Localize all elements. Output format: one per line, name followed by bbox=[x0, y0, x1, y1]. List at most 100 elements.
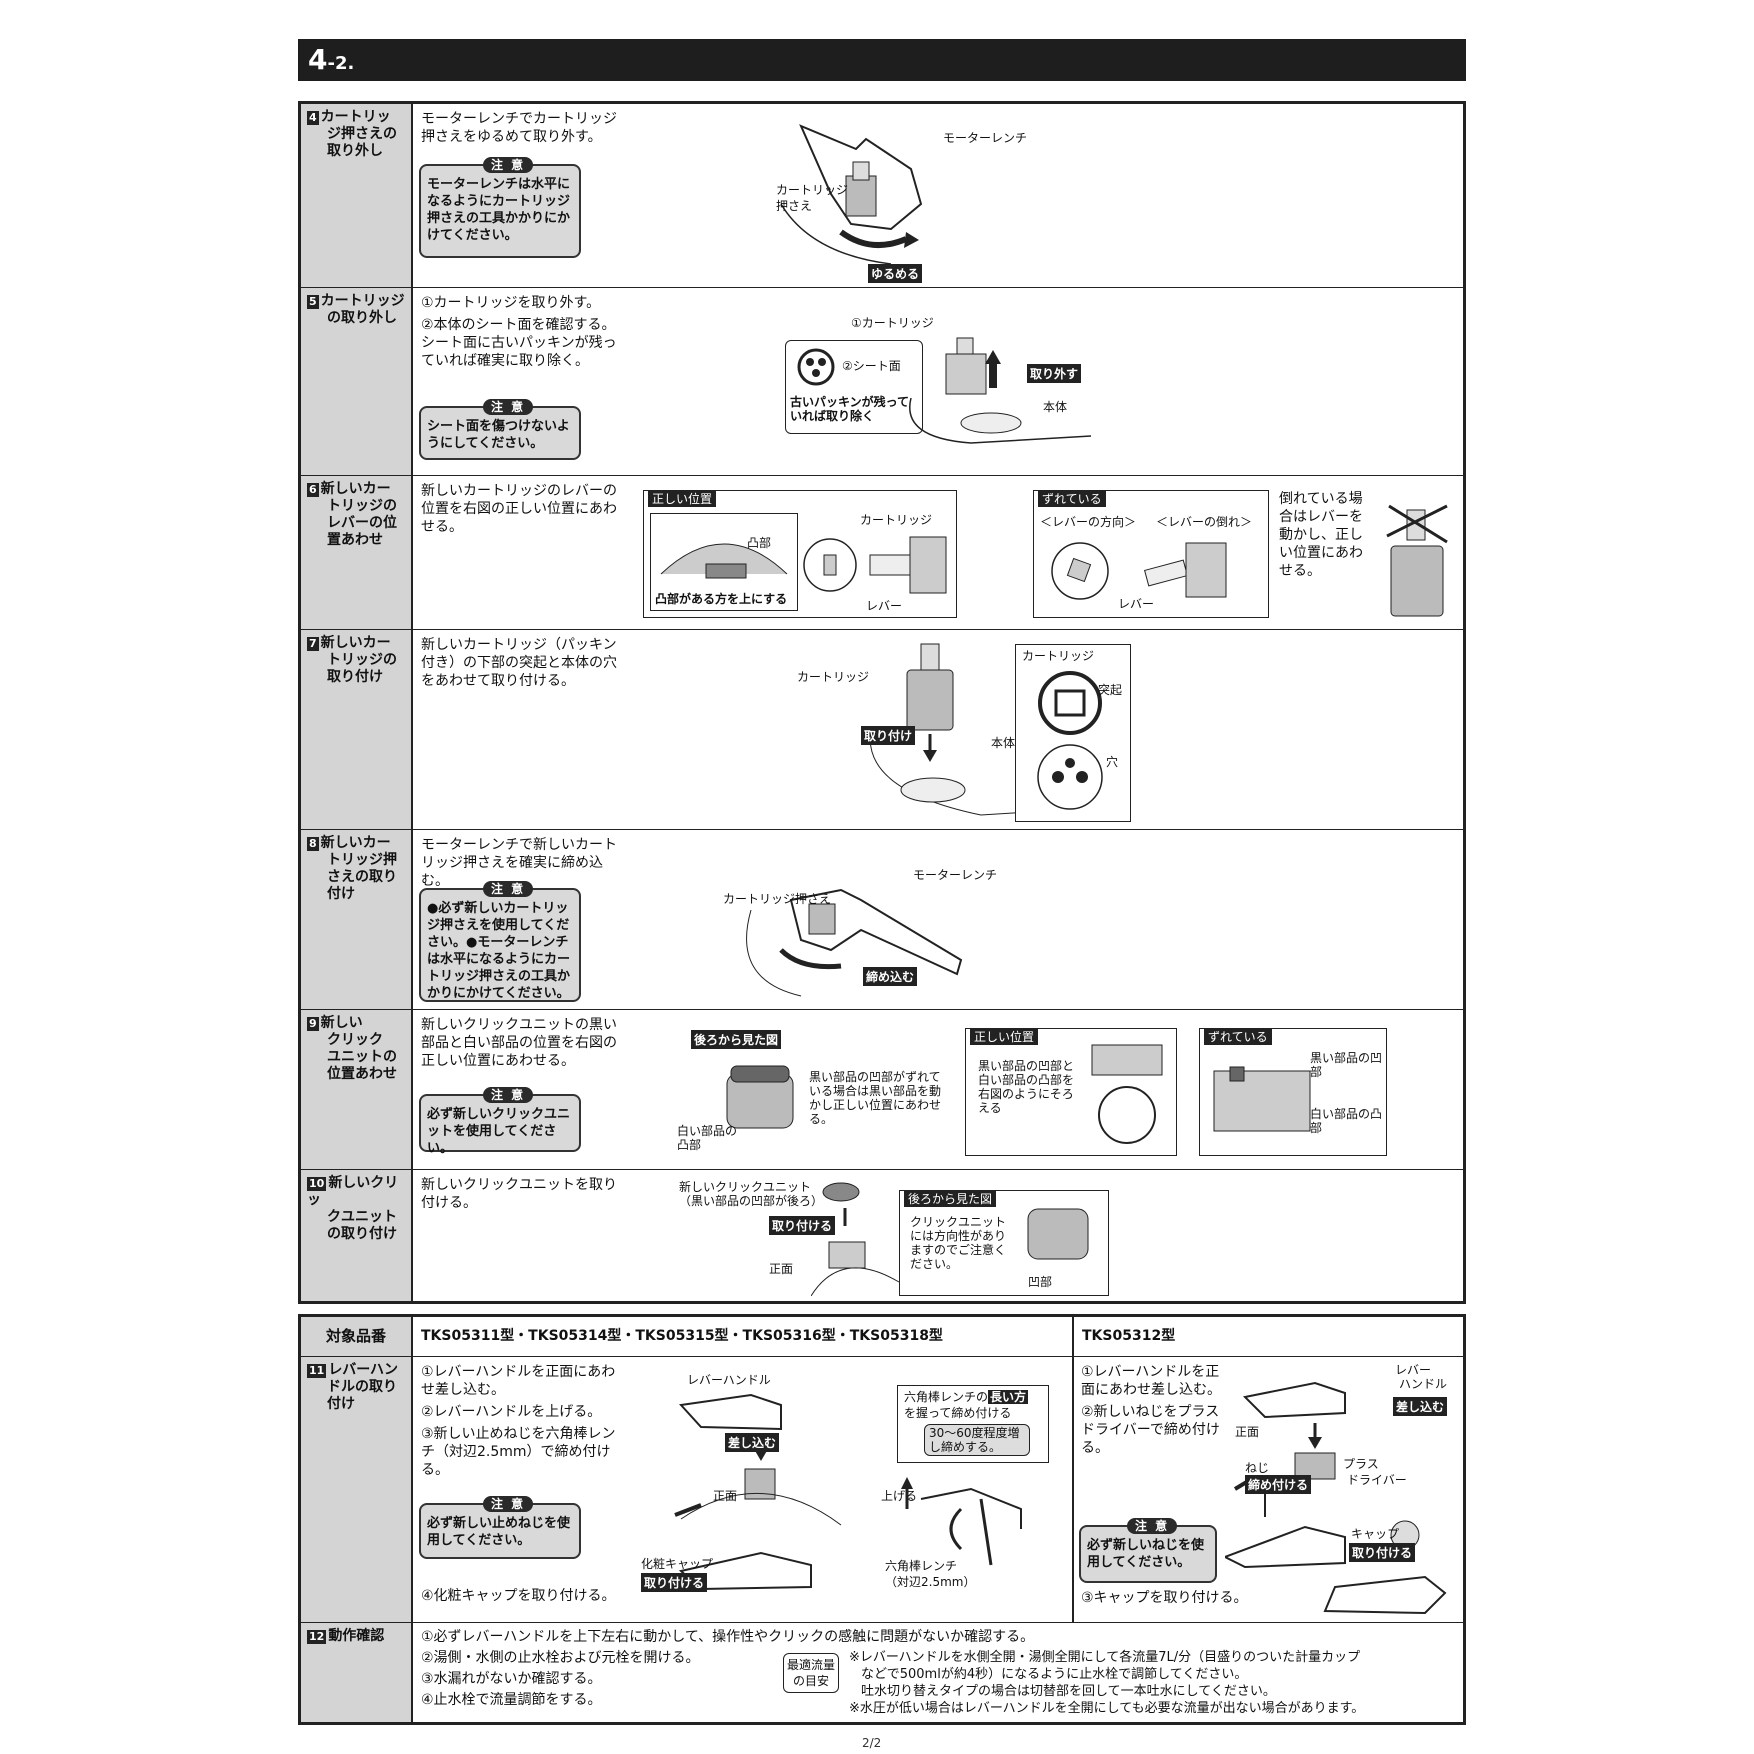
click-unit-illustration bbox=[726, 1065, 794, 1129]
label-holder: 押さえ bbox=[776, 199, 813, 213]
label-unit: 新しいクリックユニット bbox=[679, 1180, 812, 1194]
back-view-box: 後ろから見た図 クリックユニットには方向性がありますのでご注意ください。 凹部 bbox=[899, 1190, 1109, 1296]
step-text: 新しいクリックユニットを取り付ける。 bbox=[421, 1177, 617, 1211]
caution-box: 注 意必ず新しい止めねじを使用してください。 bbox=[419, 1496, 581, 1559]
wrong-position-box: ずれている ＜レバーの方向＞ ＜レバーの倒れ＞ レバー bbox=[1033, 490, 1269, 618]
tag-insert: 差し込む bbox=[725, 1433, 780, 1452]
caution-box-b: 注 意必ず新しいねじを使用してください。 bbox=[1079, 1518, 1217, 1583]
label-plus: プラス bbox=[1343, 1457, 1379, 1471]
label-hex: 六角棒レンチ bbox=[885, 1559, 958, 1573]
tag-back-view: 後ろから見た図 bbox=[691, 1030, 782, 1049]
step-text-b-last: ③キャップを取り付ける。 bbox=[1081, 1590, 1248, 1606]
label-hex-size: （対辺2.5mm） bbox=[885, 1575, 976, 1589]
label-cartridge: ①カートリッジ bbox=[851, 316, 934, 330]
label-handle: レバーハンドル bbox=[687, 1373, 771, 1387]
label-unit-note: （黒い部品の凹部が後ろ） bbox=[679, 1194, 824, 1208]
label-front: 正面 bbox=[769, 1262, 794, 1276]
page-number: 2/2 bbox=[862, 1736, 882, 1750]
tag-attach: 取り付ける bbox=[1349, 1543, 1416, 1562]
label-holder: カートリッジ bbox=[776, 183, 849, 197]
tag-tighten: 締め込む bbox=[863, 967, 918, 986]
label-handle: ハンドル bbox=[1399, 1377, 1448, 1391]
wrench-illustration bbox=[780, 124, 923, 265]
tag-remove: 取り外す bbox=[1027, 364, 1082, 383]
step-text: 新しいクリックユニットの黒い部品と白い部品の位置を右図の正しい位置にあわせる。 bbox=[421, 1017, 617, 1069]
step-text: モーターレンチでカートリッジ押さえをゆるめて取り外す。 bbox=[421, 111, 617, 145]
models-a: TKS05311型・TKS05314型・TKS05315型・TKS05316型・… bbox=[413, 1317, 1072, 1357]
caution-box: 注 意モーターレンチは水平になるようにカートリッジ押さえの工具かかりにかけてくだ… bbox=[419, 157, 581, 258]
step-text: モーターレンチで新しいカートリッジ押さえを確実に締め込む。 bbox=[421, 837, 617, 889]
correct-position-box: 正しい位置 凸部 凸部がある方を上にする カートリッジ レバー bbox=[643, 490, 957, 618]
check-items: ①必ずレバーハンドルを上下左右に動かして、操作性やクリックの感触に問題がないか確… bbox=[421, 1629, 1035, 1708]
label-wrench: モーターレンチ bbox=[943, 131, 1028, 145]
label-lever: レバー bbox=[1395, 1363, 1432, 1377]
step-text: 新しいカートリッジ（パッキン付き）の下部の突起と本体の穴をあわせて取り付ける。 bbox=[421, 637, 617, 689]
step-text-a: ①レバーハンドルを正面にあわせ差し込む。②レバーハンドルを上げる。③新しい止めね… bbox=[421, 1364, 616, 1478]
flow-box: 最適流量の目安 bbox=[783, 1653, 839, 1693]
label-body: 本体 bbox=[991, 736, 1016, 750]
install-cartridge-illustration bbox=[869, 643, 1062, 816]
section-header: 4-2. bbox=[298, 39, 1466, 81]
label-cap: キャップ bbox=[1351, 1527, 1400, 1541]
correct-position-box: 正しい位置 黒い部品の凹部と白い部品の凸部を右図のようにそろえる bbox=[965, 1028, 1177, 1156]
hex-note-box: 六角棒レンチの長い方 を握って締め付ける 30～60度程度増し締めする。 bbox=[897, 1385, 1049, 1463]
tilt-cartridge-illustration bbox=[1386, 504, 1448, 617]
black-part-note: 黒い部品の凹部がずれている場合は黒い部品を動かし正しい位置にあわせる。 bbox=[809, 1070, 942, 1126]
caution-box: 注 意必ず新しいクリックユニットを使用してください。 bbox=[419, 1087, 581, 1156]
label-holder: カートリッジ押さえ bbox=[723, 892, 832, 906]
caution-box: 注 意●必ず新しいカートリッジ押さえを使用してください。●モーターレンチは水平に… bbox=[419, 881, 581, 1002]
white-part-label: 白い部品の凸部 bbox=[677, 1124, 738, 1152]
seat-inset: ②シート面 古いパッキンが残っていれば取り除く bbox=[785, 340, 923, 434]
label-front: 正面 bbox=[713, 1489, 738, 1503]
tag-install: 取り付け bbox=[861, 726, 916, 745]
tilt-note: 倒れている場合はレバーを動かし、正しい位置にあわせる。 bbox=[1279, 491, 1363, 579]
label-cap: 化粧キャップ bbox=[641, 1557, 714, 1571]
label-up: 上げる bbox=[881, 1489, 918, 1503]
handle-install-table: 対象品番 TKS05311型・TKS05314型・TKS05315型・TKS05… bbox=[298, 1314, 1466, 1725]
step-text: 新しいカートリッジのレバーの位置を右図の正しい位置にあわせる。 bbox=[421, 483, 617, 535]
hex-wrench-illustration bbox=[901, 1477, 1022, 1566]
models-b: TKS05312型 bbox=[1072, 1317, 1463, 1357]
tag-install: 取り付ける bbox=[769, 1216, 836, 1235]
tag-insert: 差し込む bbox=[1393, 1397, 1448, 1416]
label-cartridge: カートリッジ bbox=[797, 670, 870, 684]
wrong-position-box: ずれている 黒い部品の凹部 白い部品の凸部 bbox=[1199, 1028, 1387, 1156]
tag-loosen: ゆるめる bbox=[868, 264, 923, 283]
click-install-illustration bbox=[811, 1182, 900, 1296]
section-number: 4-2. bbox=[308, 43, 355, 76]
tag-tighten: 締め付ける bbox=[1245, 1475, 1312, 1494]
handle-b-illustration bbox=[1225, 1381, 1447, 1615]
label-screw: ねじ bbox=[1245, 1461, 1270, 1475]
flow-notes: ※レバーハンドルを水側全開・湯側全開にして各流量7L/分（目盛りのついた計量カッ… bbox=[849, 1650, 1365, 1716]
label-driver: ドライバー bbox=[1347, 1473, 1407, 1487]
label-front: 正面 bbox=[1235, 1425, 1260, 1439]
tag-attach: 取り付ける bbox=[641, 1573, 708, 1592]
step-text-a-last: ④化粧キャップを取り付ける。 bbox=[421, 1588, 616, 1604]
cartridge-inset: カートリッジ 突起 穴 bbox=[1015, 644, 1131, 822]
caution-box: 注 意シート面を傷つけないようにしてください。 bbox=[419, 399, 581, 460]
cartridge-illustration bbox=[909, 337, 1091, 444]
step-text-b: ①レバーハンドルを正面にあわせ差し込む。②新しいねじをプラスドライバーで締め付け… bbox=[1081, 1364, 1221, 1456]
target-label: 対象品番 bbox=[301, 1317, 413, 1357]
label-body: 本体 bbox=[1043, 400, 1068, 414]
step-text: ①カートリッジを取り外す。②本体のシート面を確認する。シート面に古いパッキンが残… bbox=[421, 295, 617, 369]
